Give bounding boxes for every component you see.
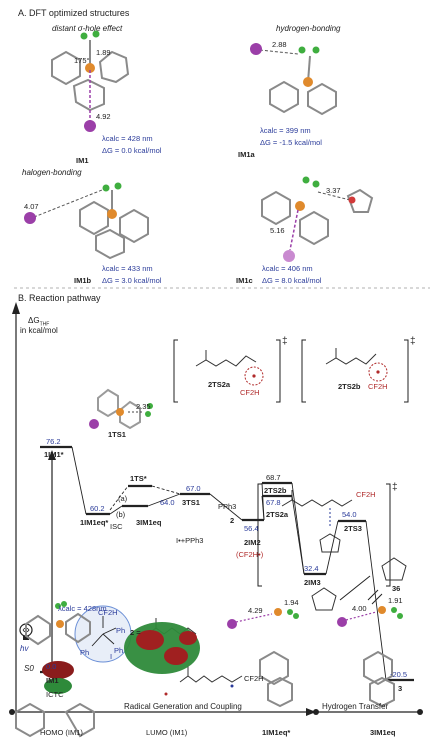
ts1-struct-distance: 2.35 [136,402,151,411]
y-axis-unit: in kcal/mol [20,326,58,335]
pph3-label: PPh3 [218,502,237,511]
im1-caption: distant σ-hole effect [52,24,123,33]
i-pph3-label: I•+PPh3 [176,536,204,545]
section-a-title: A. DFT optimized structures [18,8,130,18]
im1-dg: ΔG = 0.0 kcal/mol [102,146,162,155]
im1b-distance: 4.07 [24,202,39,211]
ts2a-dagger: ‡ [282,336,288,347]
im1a-caption: hydrogen-bonding [276,24,341,33]
im1c-dg: ΔG = 8.0 kcal/mol [262,276,322,285]
phos-ph-2: Ph [114,646,124,655]
level-ts1-value: 67.0 [186,484,201,493]
level-ts2b-label: 2TS2b [264,486,287,495]
ts2b-struct-label: 2TS2b [338,382,361,391]
level-ts3-value: 54.0 [342,510,357,519]
ts2b-struct-group: CF2H [368,382,388,391]
isc-label: ISC [110,522,123,531]
section-b-title: B. Reaction pathway [18,293,101,303]
im1-molecule [51,40,130,112]
im1eq3-bottom-d1: 4.00 [352,604,367,613]
phos-ph-1: Ph [116,626,126,635]
level-im3-label: 2IM3 [304,578,321,587]
im1eq3-bottom-label: 3IM1eq [370,728,396,737]
ts3-struct-group: CF2H [356,490,376,499]
im1c-lambda: λcalc = 406 nm [262,264,313,273]
im1b-caption: halogen-bonding [22,168,82,177]
level-im1-value: 0.0 [46,662,57,671]
path-a-label: (a) [118,494,128,503]
level-ts2a-label: 2TS2a [266,510,289,519]
level-im1eq3-label: 3IM1eq [136,518,162,527]
level-im1eqstar-value: 60.2 [90,504,105,513]
im1a-lambda: λcalc = 399 nm [260,126,311,135]
im1-iodide [84,120,96,132]
im1-distance-1: 1.89 [96,48,111,57]
two-label: 2 [230,516,235,525]
y-axis-symbol: ΔG [28,316,40,325]
im1-label: IM1 [76,156,89,165]
level-ts2b-value: 68.7 [266,473,281,482]
level-im1eq3-value: 64.0 [160,498,175,507]
level-p3-label: 3 [398,684,403,693]
level-p3-value: -20.5 [390,670,408,679]
ts2a-struct-label: 2TS2a [208,380,231,389]
im1eqstar-bottom-d1: 4.29 [248,606,263,615]
s0-label: S0 [24,664,34,673]
im1-angle: 175° [74,56,90,65]
axis-right-label: Hydrogen Transfer [322,702,389,711]
im1a-label: IM1a [238,150,255,159]
hv-label: hv [20,644,29,653]
level-ts2a-value: 67.8 [266,498,281,507]
im1-phosphorus [85,63,95,73]
level-ts3-label: 2TS3 [344,524,362,533]
im1-distance-2: 4.92 [96,112,111,121]
level-ts1-label: 3TS1 [182,498,200,507]
lumo-label: LUMO (IM1) [146,728,188,737]
product-cf2h: CF2H [244,674,264,683]
level-im1star-label: 1IM1* [44,450,64,459]
im1a-distance: 2.88 [272,40,287,49]
path-b-label: (b) [116,510,126,519]
im1b-dg: ΔG = 3.0 kcal/mol [102,276,162,285]
num-36-label: 36 [392,584,401,593]
ts3-dagger: ‡ [392,482,398,493]
phos-cf2h: CF2H [98,608,118,617]
y-axis-title: ΔGTHF [28,316,49,328]
level-im1star-value: 76.2 [46,437,61,446]
y-axis-sub: THF [39,321,50,328]
ts1-struct-label: 1TS1 [108,430,126,439]
level-im2-sub: (CF2H•) [236,550,264,559]
im1a-dg: ΔG = -1.5 kcal/mol [260,138,322,147]
homo-label: HOMO (IM1) [40,728,83,737]
level-im2-label: 2IM2 [244,538,261,547]
phos-ph-3: Ph [80,648,90,657]
lambda-428-label: λcalc = 428nm [58,604,107,613]
level-im3-value: 32.4 [304,564,319,573]
ictc-label: ICTC [46,690,64,699]
level-im1-label: IM1 [46,676,59,685]
two-eq-label: 2 = [130,628,141,637]
im1eqstar-bottom-label: 1IM1eq* [262,728,291,737]
ts2b-dagger: ‡ [410,336,416,347]
im1b-label: IM1b [74,276,92,285]
im1c-distance-1: 3.37 [326,186,341,195]
im1c-distance-2: 5.16 [270,226,285,235]
axis-left-label: Radical Generation and Coupling [124,702,242,711]
phos-iodide: I [110,652,113,661]
ts2a-struct-group: CF2H [240,388,260,397]
im1c-label: IM1c [236,276,253,285]
im1eq3-bottom-d2: 1.91 [388,596,403,605]
level-ts-star-label: 1TS* [130,474,147,483]
im1b-lambda: λcalc = 433 nm [102,264,153,273]
level-im1eqstar-label: 1IM1eq* [80,518,109,527]
im1-lambda: λcalc = 428 nm [102,134,153,143]
level-im2-value: 56.4 [244,524,259,533]
im1eqstar-bottom-d2: 1.94 [284,598,299,607]
